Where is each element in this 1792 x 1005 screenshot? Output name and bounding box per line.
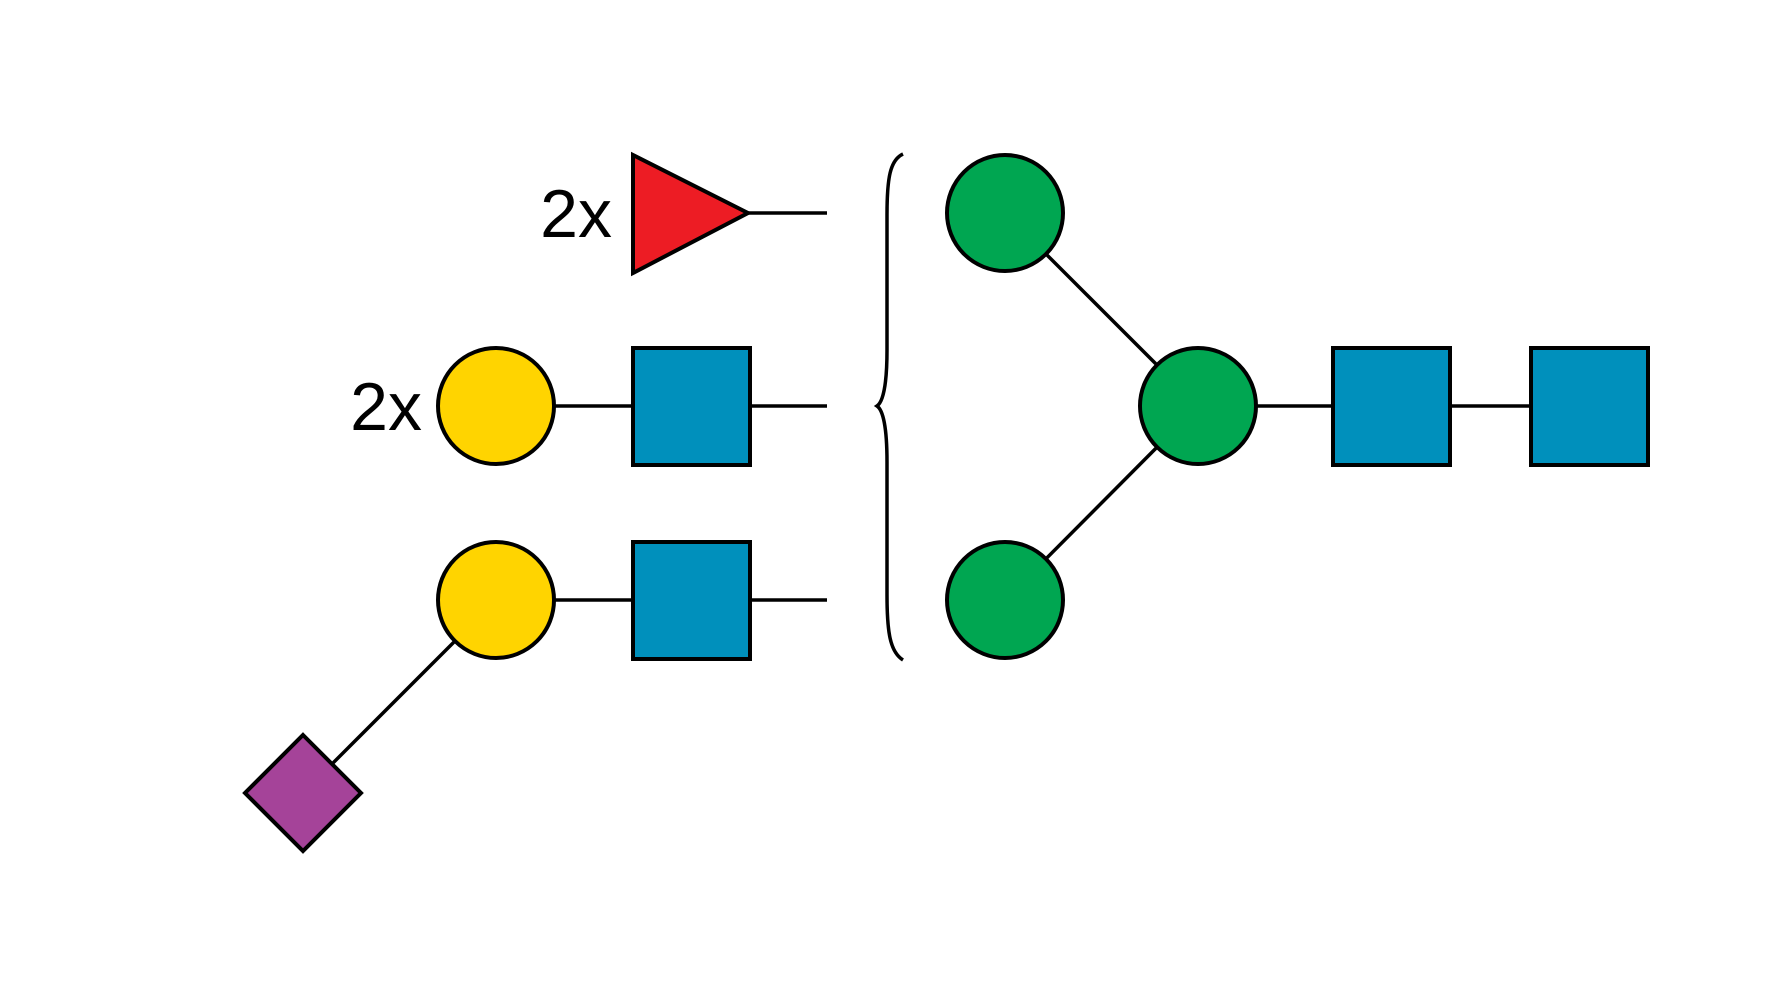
glcnac-square-core bbox=[1331, 346, 1452, 467]
antenna-brace bbox=[873, 152, 905, 662]
lacnac-multiplier-label: 2x bbox=[350, 369, 422, 445]
glcnac-square-upper-antenna bbox=[631, 346, 752, 467]
galactose-circle-lower bbox=[436, 540, 556, 660]
neuac-diamond bbox=[242, 732, 364, 854]
galactose-circle-upper bbox=[436, 346, 556, 466]
glcnac-square-reducing bbox=[1529, 346, 1650, 467]
mannose-circle-lower bbox=[945, 540, 1065, 660]
fucose-multiplier-label: 2x bbox=[540, 176, 612, 252]
glcnac-square-lower-antenna bbox=[631, 540, 752, 661]
mannose-circle-core bbox=[1138, 346, 1258, 466]
mannose-circle-upper bbox=[945, 153, 1065, 273]
fucose-triangle bbox=[631, 151, 753, 277]
